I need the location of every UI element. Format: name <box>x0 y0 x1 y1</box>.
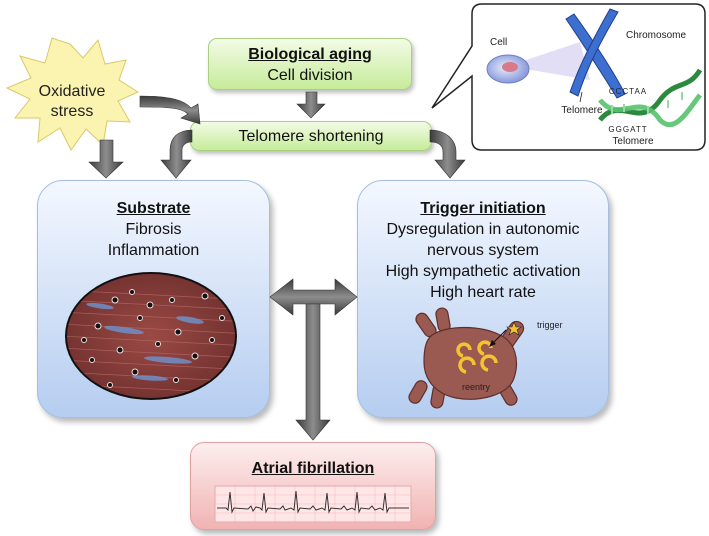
fibrosis-label: Fibrosis <box>125 221 182 238</box>
dna-helix-icon <box>598 68 703 128</box>
biological-aging-title: Biological aging <box>248 46 372 63</box>
substrate-trigger-double-arrow <box>269 278 358 316</box>
dna-bottom-sequence: GGGATT <box>608 125 647 134</box>
substrate-title: Substrate <box>116 200 191 217</box>
flow-arrows <box>88 91 466 441</box>
telomere-shortening-label: Telomere shortening <box>238 128 384 145</box>
chromosome-icon <box>565 8 626 99</box>
oxidative-stress-burst: Oxidative stress <box>5 37 140 151</box>
oxidative-to-telomere-arrow <box>139 95 201 125</box>
telomere-inset: Cell Chromosome Telomere CCCTAA GGGATT T… <box>431 3 706 151</box>
cell-nucleus-icon <box>502 62 518 72</box>
to-atrial-fibrillation-arrow <box>295 303 331 441</box>
magnify-cone <box>508 42 590 80</box>
atrium-illustration: trigger reentry <box>408 307 563 409</box>
telomere-to-trigger-arrow <box>429 129 466 179</box>
dna-telomere-label: Telomere <box>612 136 654 147</box>
trigger-star-icon <box>506 321 522 336</box>
dna-top-sequence: CCCTAA <box>609 87 647 96</box>
cell-label: Cell <box>490 37 507 48</box>
nervous-system-label: nervous system <box>426 242 540 259</box>
oxidative-label: Oxidative <box>39 83 106 100</box>
chromosome-label: Chromosome <box>626 30 686 41</box>
chromosome-telomere-label: Telomere <box>561 105 603 116</box>
fibrosis-tissue-illustration <box>65 272 237 400</box>
biological-aging-box: Biological aging Cell division <box>208 38 412 90</box>
autonomic-dysregulation-label: Dysregulation in autonomic <box>386 221 580 238</box>
telomere-to-substrate-arrow <box>160 129 193 179</box>
stress-label: stress <box>51 103 94 120</box>
oxidative-to-substrate-arrow <box>88 139 124 179</box>
cell-division-label: Cell division <box>267 67 353 84</box>
aging-to-telomere-arrow <box>296 91 326 119</box>
heart-rate-label: High heart rate <box>430 284 536 301</box>
sympathetic-activation-label: High sympathetic activation <box>385 263 581 280</box>
atrial-fibrillation-title: Atrial fibrillation <box>251 460 375 477</box>
ecg-trace <box>217 490 409 514</box>
inflammation-label: Inflammation <box>107 242 200 259</box>
ecg-strip <box>214 485 412 523</box>
trigger-initiation-title: Trigger initiation <box>420 200 546 217</box>
trigger-label: trigger <box>537 320 563 330</box>
reentry-label: reentry <box>462 382 491 392</box>
inset-callout-frame <box>431 3 706 151</box>
